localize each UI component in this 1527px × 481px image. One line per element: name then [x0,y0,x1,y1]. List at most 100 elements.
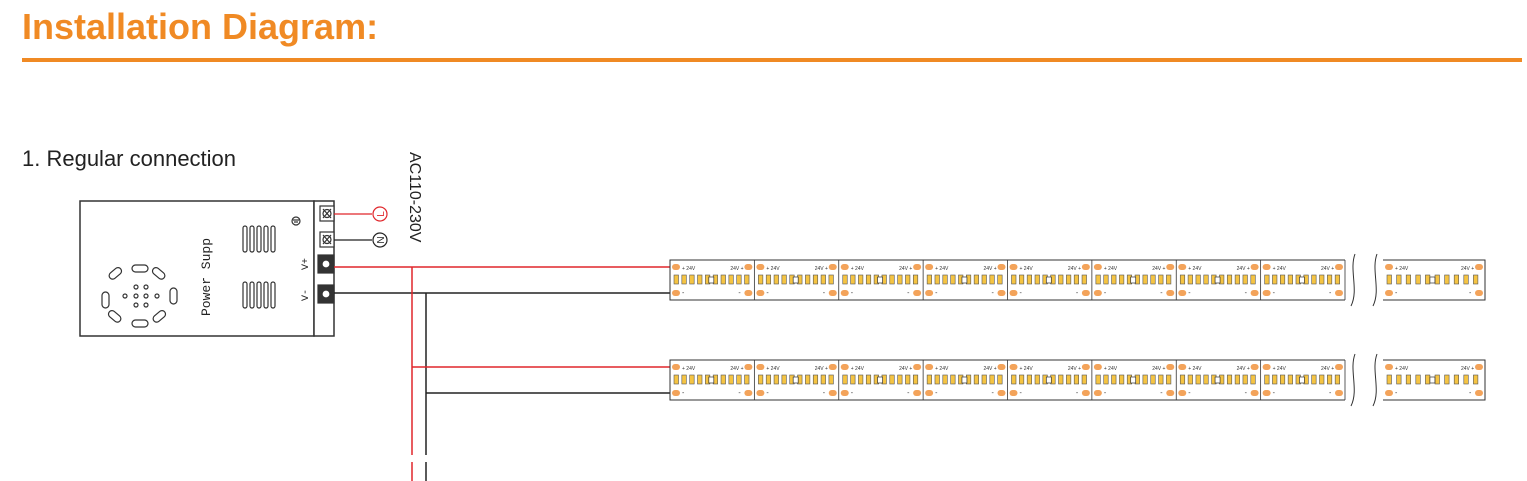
strip-minus-label: - [1160,290,1163,297]
strip-plus-label: + 24V [1273,266,1287,272]
strip-voltage-label: 24V + [1321,366,1334,372]
ac-voltage-label: AC110-230V [406,152,423,243]
strip-voltage-label: 24V + [1237,266,1250,272]
strip-voltage-label: 24V + [815,266,828,272]
strip-minus-label: - [1020,390,1023,397]
strip-plus-label: + 24V [1395,266,1409,272]
strip-minus-label: - [935,390,938,397]
strip-voltage-label: 24V + [730,366,743,372]
page-title: Installation Diagram: [22,6,379,47]
strip-voltage-label: 24V + [1321,266,1334,272]
power-supply-label: Power Supp [199,238,214,316]
strip-segment: + 24V 24V + - - [1093,260,1177,300]
break-icon [1350,353,1378,407]
strip-minus-label: - [935,290,938,297]
strip-segment: + 24V 24V + - - [1262,360,1346,400]
strip-minus-label: - [1273,390,1276,397]
strip-segment: + 24V 24V + - - [1009,260,1093,300]
strip-voltage-label: 24V + [1152,366,1165,372]
strip-segment: + 24V 24V + - - [1178,360,1262,400]
strip-segment: + 24V 24V + - - [925,360,1008,400]
strip-minus-label: - [1104,390,1107,397]
strip-minus-label: - [823,390,826,397]
strip-minus-label: - [907,390,910,397]
strip-minus-label: - [1076,390,1079,397]
strip-minus-label: - [1188,290,1191,297]
strip-voltage-label: 24V + [1237,366,1250,372]
strip-minus-label: - [766,390,769,397]
strip-plus-label: + 24V [682,266,696,272]
neutral-label: N [376,236,387,243]
strip-minus-label: - [682,390,685,397]
strip-voltage-label: 24V + [815,366,828,372]
strip-plus-label: + 24V [682,366,696,372]
break-icon [1350,253,1378,307]
strip-minus-label: - [1160,390,1163,397]
title-divider [22,58,1522,62]
strip-voltage-label: 24V + [1461,266,1474,272]
vminus-label: V- [301,289,312,301]
strip-minus-label: - [1329,390,1332,397]
strip-minus-label: - [992,290,995,297]
strip-segment: + 24V 24V + - - [1262,260,1346,300]
terminal-block [317,205,335,304]
strip-voltage-label: 24V + [1461,366,1474,372]
vplus-label: V+ [301,258,312,270]
strip-plus-label: + 24V [1104,366,1118,372]
strip-voltage-label: 24V + [899,266,912,272]
strip-minus-label: - [766,290,769,297]
strip-plus-label: + 24V [1020,266,1034,272]
strip-minus-label: - [1469,390,1472,397]
strip-minus-label: - [738,390,741,397]
strip-plus-label: + 24V [1395,366,1409,372]
vent-slots-icon [242,225,276,309]
strip-minus-label: - [1395,290,1398,297]
strip-minus-label: - [1395,390,1398,397]
strip-voltage-label: 24V + [984,366,997,372]
strip-plus-label: + 24V [1273,366,1287,372]
strip-plus-label: + 24V [1020,366,1034,372]
strip-minus-label: - [851,390,854,397]
strip-minus-label: - [1273,290,1276,297]
strip-voltage-label: 24V + [899,366,912,372]
live-label: L [376,211,387,217]
strip-plus-label: + 24V [766,366,780,372]
strip-plus-label: + 24V [766,266,780,272]
strip-voltage-label: 24V + [1152,266,1165,272]
strip-segment: + 24V 24V + - - [1093,360,1177,400]
strip-plus-label: + 24V [935,366,949,372]
wiring [334,266,670,481]
strip-minus-label: - [1188,390,1191,397]
strip-minus-label: - [1076,290,1079,297]
strip-plus-label: + 24V [851,266,865,272]
strip-plus-label: + 24V [851,366,865,372]
strip-minus-label: - [823,290,826,297]
strip-plus-label: + 24V [1188,366,1202,372]
ground-icon [291,216,301,226]
strip-voltage-label: 24V + [1068,266,1081,272]
strip-minus-label: - [682,290,685,297]
ac-input: L N AC110-230V [334,152,423,248]
strip-minus-label: - [1020,290,1023,297]
strip-minus-label: - [851,290,854,297]
fan-grille-icon [101,264,178,328]
strip-minus-label: - [992,390,995,397]
strip-minus-label: - [1329,290,1332,297]
strip-minus-label: - [1245,390,1248,397]
section-title: 1. Regular connection [22,146,237,171]
strip-minus-label: - [1104,290,1107,297]
strip-voltage-label: 24V + [730,266,743,272]
strip-minus-label: - [907,290,910,297]
strip-segment: + 24V 24V + - - [756,360,840,400]
strip-segment: + 24V 24V + - - [672,360,755,400]
strip-minus-label: - [1245,290,1248,297]
strip-plus-label: + 24V [1104,266,1118,272]
strip-segment: + 24V 24V + - - [1385,360,1486,400]
